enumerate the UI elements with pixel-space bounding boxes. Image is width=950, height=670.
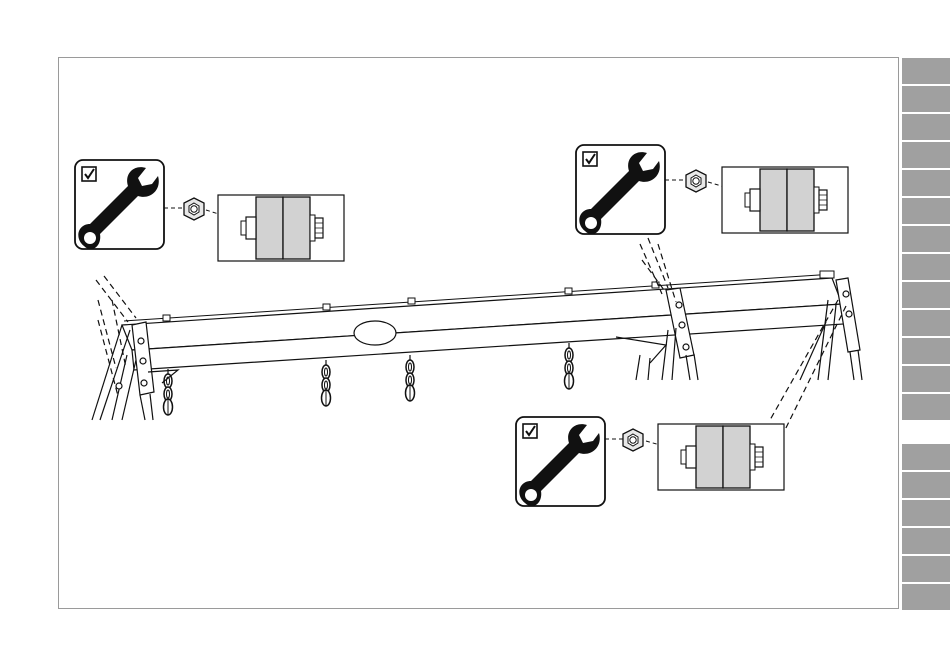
hex-nut-icon (623, 429, 643, 451)
checkbox-checked-icon (583, 152, 597, 166)
callout-bottom (516, 417, 784, 506)
hex-nut-icon (184, 198, 204, 220)
checkbox-checked-icon (82, 167, 96, 181)
callout-left (75, 160, 344, 261)
bolt-detail-icon (218, 195, 344, 261)
callout-right (576, 145, 848, 234)
hex-nut-icon (686, 170, 706, 192)
crossbeam (122, 271, 844, 370)
checkbox-checked-icon (523, 424, 537, 438)
bolt-detail-icon (722, 167, 848, 233)
label-oval (354, 321, 396, 345)
bolt-detail-icon (658, 424, 784, 490)
